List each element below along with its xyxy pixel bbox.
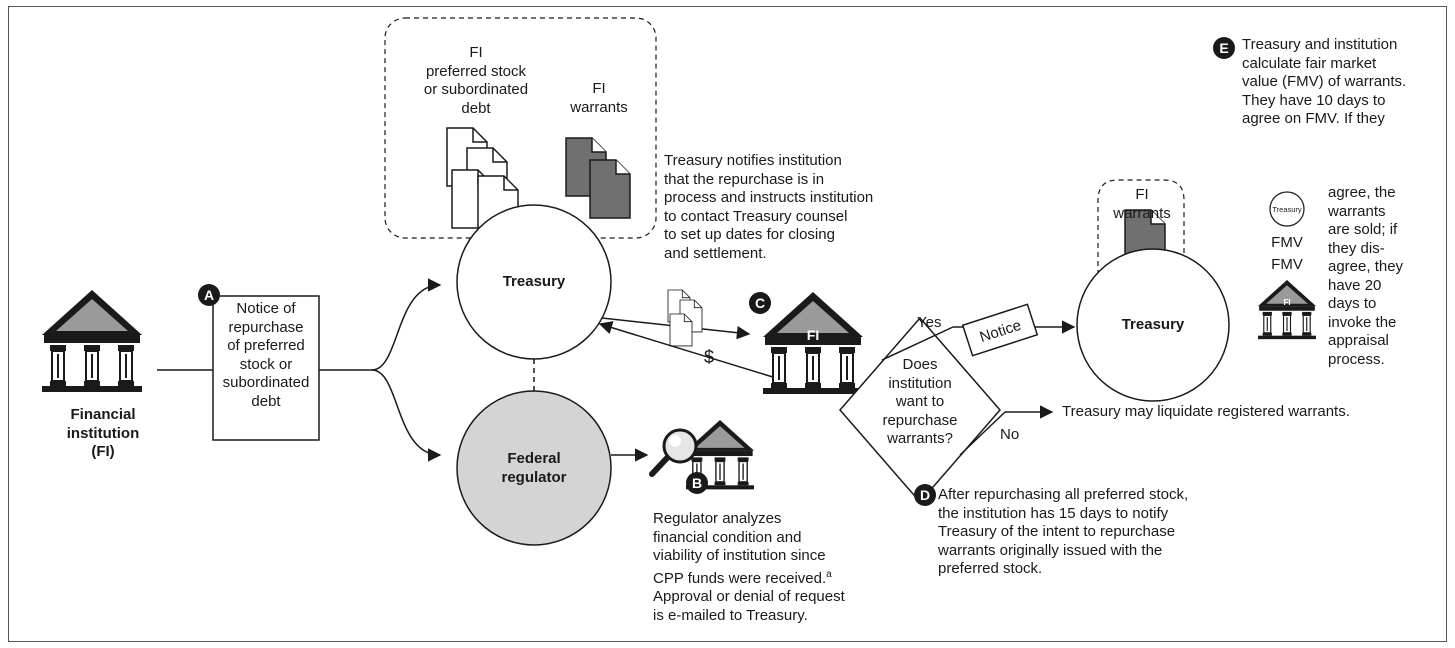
no-label: No [1000, 426, 1020, 443]
fmv-label-2: FMV [1271, 256, 1303, 273]
arrow-to-regulator [371, 369, 442, 462]
step-b-main-text: Regulator analyzes financial condition a… [653, 510, 827, 587]
financial-institution-bank-icon [41, 289, 143, 393]
marker-c: C [749, 292, 771, 314]
fi-bank-badge: FI [807, 327, 819, 343]
treasury-right-label: Treasury [1121, 316, 1185, 333]
step-b-tail-text: Approval or denial of request is e-maile… [653, 588, 845, 624]
payment-dollar-label: $ [704, 347, 715, 367]
decision-question: Does institution want to repurchase warr… [882, 356, 958, 447]
step-b-footnote-mark: a [826, 568, 832, 580]
mini-treasury-label: Treasury [1272, 205, 1302, 214]
treasury-notification-text: Treasury notifies institution that the r… [664, 152, 874, 262]
mini-bank-icon [1257, 279, 1317, 340]
warrants-document-stack-icon [565, 137, 631, 219]
mini-bank-badge: FI [1283, 298, 1290, 307]
financial-institution-label: Financial institution (FI) [66, 406, 140, 460]
step-e-side-text: agree, the warrants are sold; if they di… [1328, 184, 1404, 368]
mini-treasury-icon [1269, 191, 1305, 227]
notice-tag [961, 303, 1039, 357]
liquidate-warrants-text: Treasury may liquidate registered warran… [1062, 403, 1350, 420]
federal-regulator-label: Federal regulator [501, 450, 567, 486]
marker-e: E [1213, 37, 1235, 59]
figure-frame [8, 6, 1447, 642]
treasury-left-label: Treasury [502, 273, 566, 290]
treasury-right-circle [1076, 248, 1230, 402]
preferred-stock-label: FI preferred stock or subordinated debt [423, 44, 529, 117]
yes-branch-line [881, 326, 954, 361]
regulator-review-magnifier-icon [649, 419, 755, 491]
marker-a: A [198, 284, 220, 306]
yes-label: Yes [917, 314, 942, 331]
warrants-label: FI warrants [570, 80, 628, 116]
notice-box-text: Notice of repurchase of preferred stock … [222, 300, 310, 410]
arrow-fi-payment-to-treasury [598, 321, 777, 379]
fi-bank-icon [762, 291, 864, 395]
arrow-to-treasury [371, 278, 442, 371]
step-b-text: Regulator analyzes financial condition a… [653, 510, 893, 625]
warrants-right-label: FI warrants [1113, 186, 1171, 222]
fmv-label-1: FMV [1271, 234, 1303, 251]
marker-d: D [914, 484, 936, 506]
warrants-right-dashed-group [1097, 179, 1185, 302]
transfer-documents-icon [667, 289, 703, 347]
notice-of-repurchase-box [212, 295, 320, 441]
step-e-top-text: Treasury and institution calculate fair … [1242, 36, 1407, 127]
no-branch-line [959, 411, 1006, 456]
federal-regulator-circle [456, 390, 612, 546]
step-d-text: After repurchasing all preferred stock, … [938, 486, 1189, 577]
marker-b: B [686, 472, 708, 494]
